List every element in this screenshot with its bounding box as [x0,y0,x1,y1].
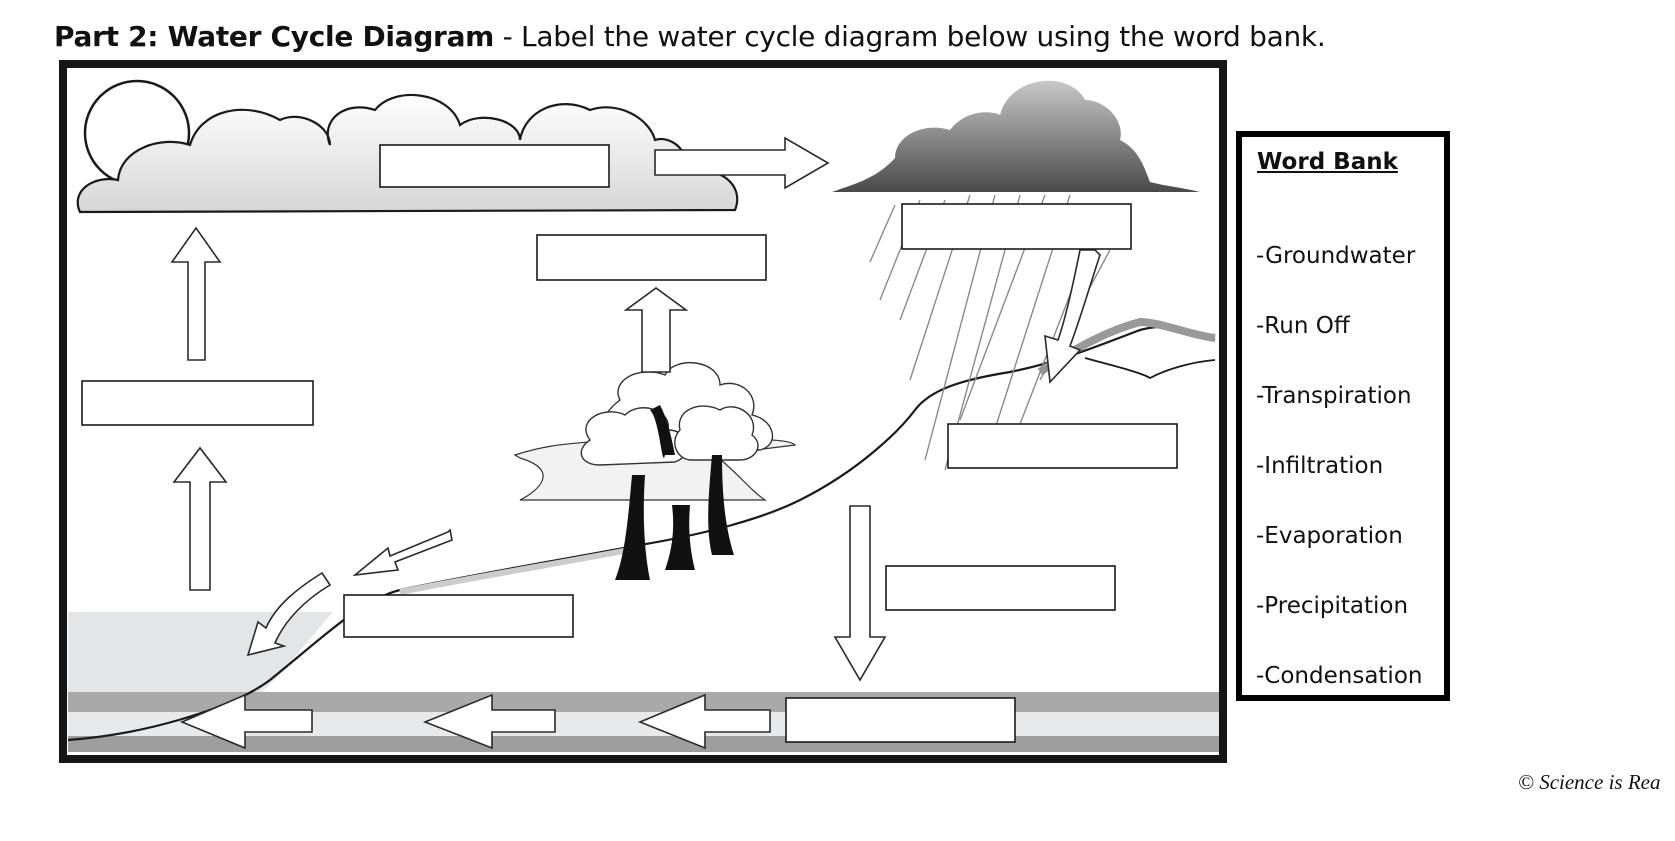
arrow-left-icon [637,693,771,750]
worksheet-heading: Part 2: Water Cycle Diagram - Label the … [54,20,1326,53]
arrow-down-left-icon [246,571,332,657]
word-bank-item: -Transpiration [1256,383,1412,409]
word-bank-item: -Precipitation [1256,593,1409,619]
arrow-down-icon [1044,249,1101,384]
arrow-left-icon [179,693,313,750]
heading-title: Part 2: Water Cycle Diagram [54,20,495,53]
word-bank: Word Bank -Groundwater -Run Off -Transpi… [1236,131,1450,701]
blank-label-box[interactable] [785,697,1016,743]
heading-instructions: - Label the water cycle diagram below us… [494,20,1326,53]
blank-label-box[interactable] [901,203,1132,250]
blank-label-box[interactable] [536,234,767,281]
blank-label-box[interactable] [343,594,574,638]
arrow-left-icon [422,693,556,750]
arrow-down-icon [833,505,887,682]
arrow-down-left-icon [352,528,453,577]
word-bank-item: -Infiltration [1256,453,1384,479]
blank-label-boxes[interactable] [81,144,1178,743]
word-bank-item: -Condensation [1256,663,1423,689]
mountain-outline [1084,357,1216,380]
land-shading [399,545,641,595]
arrow-up-icon [170,226,222,361]
copyright-notice: © Science is Rea [1518,770,1661,794]
arrow-up-icon [172,446,228,591]
word-bank-item: -Evaporation [1256,523,1403,549]
flow-arrows [170,136,1101,750]
word-bank-item: -Run Off [1256,313,1350,339]
word-bank-item: -Groundwater [1256,243,1416,269]
blank-label-box[interactable] [885,565,1116,611]
rain-cloud [832,80,1200,192]
arrow-right-icon [654,136,830,190]
blank-label-box[interactable] [81,380,314,426]
arrow-up-icon [623,287,689,373]
trees [513,361,797,580]
blank-label-box[interactable] [947,423,1178,469]
blank-label-box[interactable] [379,144,610,188]
word-bank-title: Word Bank [1257,149,1398,175]
